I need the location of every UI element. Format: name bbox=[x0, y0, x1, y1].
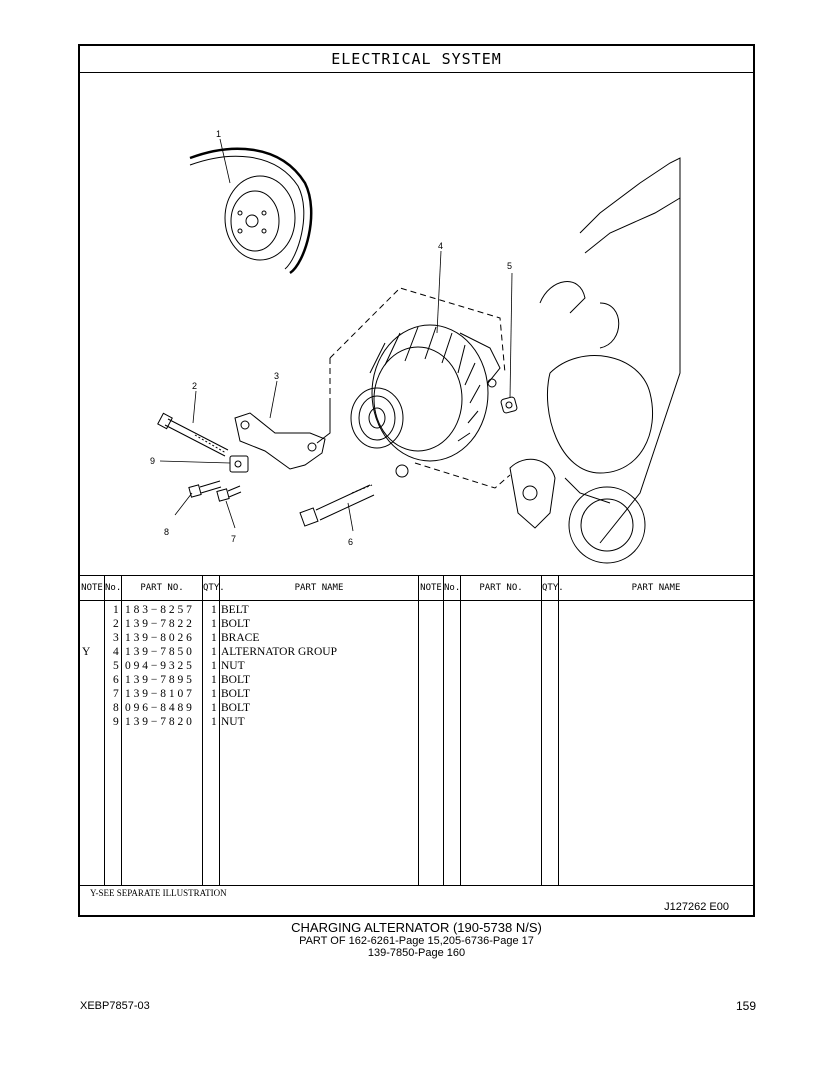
row-part-no: 0 9 6 − 8 4 8 9 bbox=[125, 702, 192, 714]
row-qty: 1 bbox=[211, 688, 217, 700]
column-divider bbox=[121, 576, 122, 886]
col-qty-right: QTY. bbox=[542, 583, 564, 593]
col-partname-right: PART NAME bbox=[631, 583, 681, 593]
callout-4: 4 bbox=[438, 241, 443, 251]
leader-lines bbox=[159, 138, 513, 532]
row-part-no: 1 3 9 − 8 0 2 6 bbox=[125, 632, 192, 644]
engine-block-drawing bbox=[509, 157, 681, 564]
belt-drawing bbox=[189, 147, 313, 275]
row-part-name: NUT bbox=[221, 660, 245, 672]
row-no: 3 bbox=[113, 632, 119, 644]
parts-page-frame: ELECTRICAL SYSTEM bbox=[78, 44, 755, 917]
block-nut-drawing bbox=[229, 455, 249, 473]
row-part-name: BELT bbox=[221, 604, 249, 616]
row-part-no: 0 9 4 − 9 3 2 5 bbox=[125, 660, 192, 672]
row-part-name: BOLT bbox=[221, 618, 250, 630]
row-part-no: 1 3 9 − 7 8 2 0 bbox=[125, 716, 192, 728]
col-partno-left: PART NO. bbox=[140, 583, 184, 593]
caption-part-of: PART OF 162-6261-Page 15,205-6736-Page 1… bbox=[299, 935, 534, 947]
column-divider bbox=[460, 576, 461, 886]
row-qty: 1 bbox=[211, 632, 217, 644]
large-bolt-drawing bbox=[299, 484, 375, 527]
column-divider bbox=[558, 576, 559, 886]
table-row: 3 1 3 9 − 8 0 2 6 1 BRACE bbox=[80, 631, 753, 645]
table-row: 6 1 3 9 − 7 8 9 5 1 BOLT bbox=[80, 673, 753, 687]
table-header: NOTE No. PART NO. QTY. PART NAME NOTE No… bbox=[80, 576, 753, 601]
brace-drawing bbox=[234, 412, 326, 470]
col-no-right: No. bbox=[444, 583, 461, 593]
table-row: 8 0 9 6 − 8 4 8 9 1 BOLT bbox=[80, 701, 753, 715]
row-qty: 1 bbox=[211, 646, 217, 658]
caption-title: CHARGING ALTERNATOR (190-5738 N/S) bbox=[291, 920, 542, 935]
row-qty: 1 bbox=[211, 660, 217, 672]
table-row: 5 0 9 4 − 9 3 2 5 1 NUT bbox=[80, 659, 753, 673]
caption-page-ref: 139-7850-Page 160 bbox=[367, 947, 466, 959]
short-bolts-drawing bbox=[188, 480, 242, 502]
callout-6: 6 bbox=[348, 537, 353, 547]
col-qty-left: QTY. bbox=[203, 583, 225, 593]
page-title: ELECTRICAL SYSTEM bbox=[80, 46, 753, 73]
row-no: 2 bbox=[113, 618, 119, 630]
row-note: Y bbox=[82, 646, 91, 658]
col-note-right: NOTE bbox=[420, 583, 442, 593]
row-no: 8 bbox=[113, 702, 119, 714]
callout-9: 9 bbox=[150, 456, 155, 466]
row-qty: 1 bbox=[211, 674, 217, 686]
row-part-no: 1 3 9 − 7 8 5 0 bbox=[125, 646, 192, 658]
row-part-no: 1 8 3 − 8 2 5 7 bbox=[125, 604, 192, 616]
row-part-no: 1 3 9 − 7 8 2 2 bbox=[125, 618, 192, 630]
callout-5: 5 bbox=[507, 261, 512, 271]
row-no: 7 bbox=[113, 688, 119, 700]
page-number: 159 bbox=[735, 999, 756, 1013]
callout-7: 7 bbox=[231, 534, 236, 544]
column-divider bbox=[202, 576, 203, 886]
row-qty: 1 bbox=[211, 716, 217, 728]
column-divider bbox=[219, 576, 220, 886]
column-divider bbox=[541, 576, 542, 886]
phantom-lines bbox=[329, 287, 511, 489]
table-row: Y 4 1 3 9 − 7 8 5 0 1 ALTERNATOR GROUP bbox=[80, 645, 753, 659]
alternator-drawing bbox=[350, 324, 501, 478]
row-qty: 1 bbox=[211, 604, 217, 616]
table-footer: Y-SEE SEPARATE ILLUSTRATION J127262 E00 bbox=[80, 885, 753, 917]
column-divider bbox=[443, 576, 444, 886]
table-row: 9 1 3 9 − 7 8 2 0 1 NUT bbox=[80, 715, 753, 729]
callout-8: 8 bbox=[164, 527, 169, 537]
row-no: 1 bbox=[113, 604, 119, 616]
col-partname-left: PART NAME bbox=[294, 583, 344, 593]
row-part-name: BRACE bbox=[221, 632, 260, 644]
col-partno-right: PART NO. bbox=[479, 583, 523, 593]
row-part-name: BOLT bbox=[221, 702, 250, 714]
row-no: 4 bbox=[113, 646, 119, 658]
col-note-left: NOTE bbox=[81, 583, 103, 593]
nut-drawing bbox=[500, 396, 518, 414]
footnote-text: Y-SEE SEPARATE ILLUSTRATION bbox=[90, 888, 227, 898]
callout-3: 3 bbox=[274, 371, 279, 381]
table-row: 1 1 8 3 − 8 2 5 7 1 BELT bbox=[80, 603, 753, 617]
row-no: 6 bbox=[113, 674, 119, 686]
table-row: 2 1 3 9 − 7 8 2 2 1 BOLT bbox=[80, 617, 753, 631]
column-divider bbox=[418, 576, 419, 886]
row-part-name: BOLT bbox=[221, 688, 250, 700]
row-part-no: 1 3 9 − 8 1 0 7 bbox=[125, 688, 192, 700]
row-part-name: BOLT bbox=[221, 674, 250, 686]
column-divider bbox=[104, 576, 105, 886]
document-id: XEBP7857-03 bbox=[80, 1000, 150, 1012]
parts-table: NOTE No. PART NO. QTY. PART NAME NOTE No… bbox=[80, 575, 753, 886]
illustration-reference: J127262 E00 bbox=[664, 901, 729, 913]
callout-1: 1 bbox=[216, 129, 221, 139]
long-bolt-drawing bbox=[157, 412, 229, 457]
row-no: 9 bbox=[113, 716, 119, 728]
row-part-no: 1 3 9 − 7 8 9 5 bbox=[125, 674, 192, 686]
row-part-name: NUT bbox=[221, 716, 245, 728]
col-no-left: No. bbox=[105, 583, 122, 593]
row-qty: 1 bbox=[211, 618, 217, 630]
row-qty: 1 bbox=[211, 702, 217, 714]
exploded-view-illustration: 1 2 3 4 5 6 7 8 9 bbox=[80, 73, 753, 575]
row-no: 5 bbox=[113, 660, 119, 672]
table-row: 7 1 3 9 − 8 1 0 7 1 BOLT bbox=[80, 687, 753, 701]
row-part-name: ALTERNATOR GROUP bbox=[221, 646, 337, 658]
callout-2: 2 bbox=[192, 381, 197, 391]
